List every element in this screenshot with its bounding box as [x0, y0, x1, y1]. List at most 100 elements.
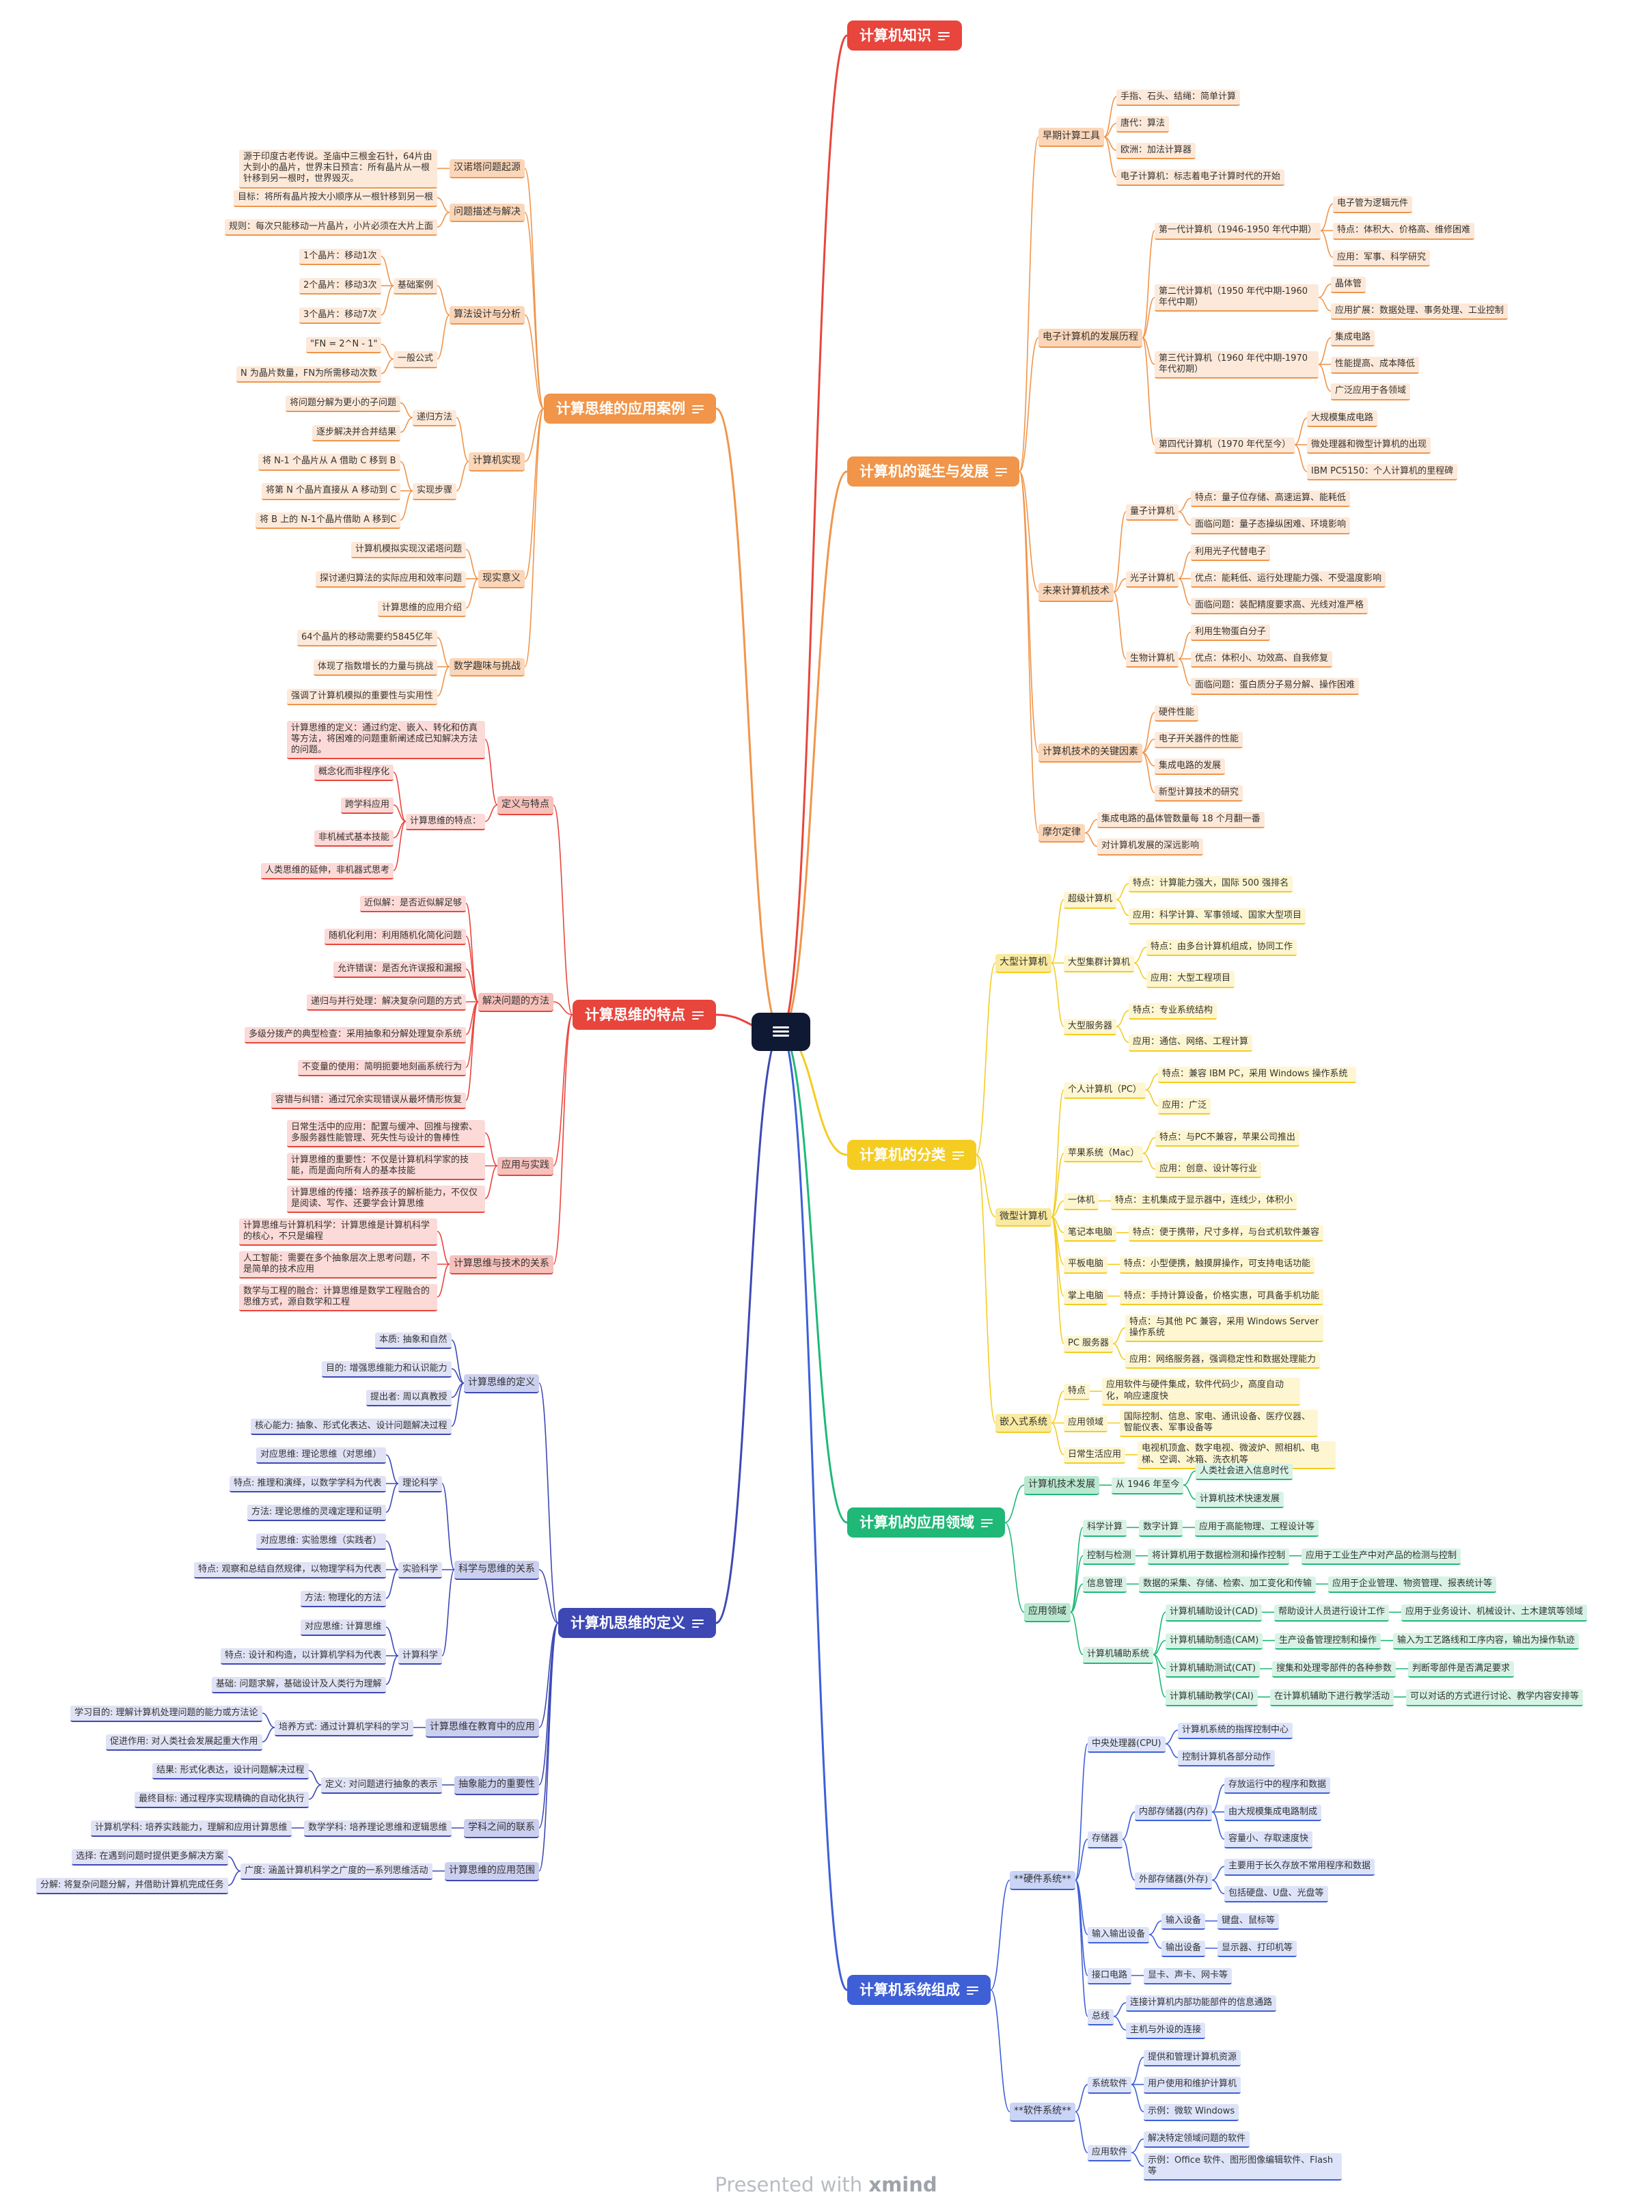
- leaf-topic-2-1-0-0[interactable]: 特点：兼容 IBM PC，采用 Windows 操作系统: [1158, 1066, 1356, 1083]
- sub-topic-3-1-3-3-0[interactable]: 在计算机辅助下进行教学活动: [1270, 1689, 1394, 1706]
- sub-topic-3-1-3-3[interactable]: 计算机辅助教学(CAI): [1166, 1689, 1258, 1706]
- leaf-topic-2-0-2-1[interactable]: 应用：通信、网络、工程计算: [1129, 1035, 1253, 1052]
- leaf-topic-2-0-1-1[interactable]: 应用：大型工程项目: [1146, 971, 1235, 988]
- leaf-topic-1-1-3-1[interactable]: 微处理器和微型计算机的出现: [1307, 437, 1431, 454]
- leaf-topic-1-1-2-0[interactable]: 集成电路: [1331, 330, 1375, 347]
- leaf-topic-6-0-1-3[interactable]: 人类思维的延伸，非机器式思考: [261, 863, 394, 880]
- leaf-topic-2-1-3-0[interactable]: 特点：便于携带，尺寸多样，与台式机软件兼容: [1129, 1225, 1324, 1242]
- leaf-topic-4-1-1-0[interactable]: 解决特定领域问题的软件: [1144, 2131, 1250, 2148]
- leaf-topic-6-1-3[interactable]: 递归与并行处理：解决复杂问题的方式: [307, 994, 467, 1011]
- leaf-topic-2-1-6-1[interactable]: 应用：网络服务器，强调稳定性和数据处理能力: [1125, 1352, 1321, 1369]
- leaf-topic-5-1-0[interactable]: 目标：将所有晶片按大小顺序从一根针移到另一根: [234, 190, 438, 207]
- leaf-topic-7-0-0[interactable]: 本质: 抽象和自然: [375, 1333, 452, 1350]
- sub-topic-7-1-0[interactable]: 理论科学: [398, 1476, 443, 1493]
- sub-topic-3-1-1-0[interactable]: 将计算机用于数据检测和操作控制: [1148, 1548, 1290, 1565]
- sub-topic-6-0-1[interactable]: 计算思维的特点：: [406, 814, 486, 831]
- leaf-topic-1-1-1-0[interactable]: 晶体管: [1331, 276, 1366, 294]
- leaf-topic-7-0-2[interactable]: 提出者: 周以真教授: [366, 1390, 452, 1407]
- leaf-topic-1-2-2-2[interactable]: 面临问题：蛋白质分子易分解、操作困难: [1191, 678, 1360, 695]
- sub-topic-3-1-2[interactable]: 信息管理: [1083, 1576, 1127, 1594]
- leaf-topic-6-1-2[interactable]: 允许错误：是否允许误报和漏报: [333, 961, 467, 979]
- sub-topic-2-1-0[interactable]: 个人计算机（PC）: [1064, 1082, 1146, 1100]
- sub-topic-4-0-0[interactable]: 中央处理器(CPU): [1088, 1736, 1166, 1753]
- sub-topic-4-0[interactable]: **硬件系统**: [1010, 1871, 1075, 1890]
- leaf-topic-4-1-1-1[interactable]: 示例：Office 软件、图形图像编辑软件、Flash 等: [1144, 2153, 1342, 2181]
- main-topic-5[interactable]: 计算思维的应用案例: [544, 394, 716, 424]
- sub-topic-3-1-2-0[interactable]: 数据的采集、存储、检索、加工变化和传输: [1139, 1576, 1317, 1594]
- leaf-topic-6-3-2[interactable]: 数学与工程的融合：计算思维是数学工程融合的思维方式，源自数学和工程: [239, 1283, 437, 1311]
- leaf-topic-4-0-2-0-0[interactable]: 键盘、鼠标等: [1217, 1913, 1280, 1930]
- leaf-topic-7-1-2-0[interactable]: 对应思维: 计算思维: [301, 1620, 386, 1637]
- sub-topic-4-0-1-0[interactable]: 内部存储器(内存): [1135, 1804, 1213, 1821]
- leaf-topic-5-5-1[interactable]: 体现了指数增长的力量与挑战: [314, 659, 438, 676]
- sub-topic-2-1-5[interactable]: 掌上电脑: [1064, 1288, 1108, 1305]
- leaf-topic-7-1-1-0[interactable]: 对应思维: 实验思维（实践者）: [256, 1533, 386, 1551]
- leaf-topic-6-3-0[interactable]: 计算思维与计算机科学：计算思维是计算机科学的核心，不只是编程: [239, 1218, 437, 1246]
- main-topic-3[interactable]: 计算机的应用领域: [847, 1507, 1005, 1538]
- leaf-topic-1-2-2-0[interactable]: 利用生物蛋白分子: [1191, 625, 1271, 642]
- leaf-topic-3-1-3-0-0-0[interactable]: 应用于业务设计、机械设计、土木建筑等领域: [1401, 1605, 1588, 1622]
- leaf-topic-7-1-0-1[interactable]: 特点: 推理和演绎，以数学学科为代表: [230, 1476, 386, 1493]
- leaf-topic-1-0-2[interactable]: 欧洲：加法计算器: [1116, 142, 1196, 160]
- sub-topic-5-3-0[interactable]: 递归方法: [413, 410, 457, 427]
- leaf-topic-7-1-2-1[interactable]: 特点: 设计和构造，以计算机学科为代表: [221, 1648, 386, 1665]
- leaf-topic-5-2-0-2[interactable]: 3个晶片：移动7次: [299, 307, 381, 325]
- leaf-topic-1-4-1[interactable]: 对计算机发展的深远影响: [1097, 838, 1204, 856]
- main-topic-2[interactable]: 计算机的分类: [847, 1140, 976, 1171]
- sub-topic-3-1-3-1-0[interactable]: 生产设备管理控制和操作: [1275, 1633, 1381, 1650]
- leaf-topic-5-3-1-1[interactable]: 将第 N 个晶片直接从 A 移动到 C: [262, 483, 401, 500]
- leaf-topic-6-1-6[interactable]: 容错与纠错：通过冗余实现错误从最坏情形恢复: [271, 1093, 467, 1110]
- sub-topic-2-1-4[interactable]: 平板电脑: [1064, 1257, 1108, 1274]
- leaf-topic-7-0-3[interactable]: 核心能力: 抽象、形式化表达、设计问题解决过程: [251, 1419, 452, 1436]
- root-topic[interactable]: [752, 1013, 810, 1051]
- leaf-topic-7-0-1[interactable]: 目的: 增强思维能力和认识能力: [322, 1361, 452, 1378]
- main-topic-7[interactable]: 计算机思维的定义: [558, 1608, 716, 1639]
- sub-topic-4-1[interactable]: **软件系统**: [1010, 2103, 1075, 2122]
- leaf-topic-5-4-0[interactable]: 计算机模拟实现汉诺塔问题: [351, 542, 467, 559]
- leaf-topic-1-2-1-0[interactable]: 利用光子代替电子: [1191, 544, 1271, 561]
- leaf-topic-1-0-0[interactable]: 手指、石头、结绳：简单计算: [1116, 89, 1241, 106]
- sub-topic-4-0-2[interactable]: 输入输出设备: [1088, 1927, 1150, 1944]
- sub-topic-6-3[interactable]: 计算思维与技术的关系: [450, 1255, 553, 1274]
- sub-topic-3-1-1[interactable]: 控制与检测: [1083, 1548, 1136, 1565]
- leaf-topic-4-0-1-0-2[interactable]: 容量小、存取速度快: [1224, 1831, 1313, 1848]
- leaf-topic-7-4-0-0[interactable]: 计算机学科: 培养实践能力，理解和应用计算思维: [91, 1820, 292, 1838]
- leaf-topic-7-2-0-1[interactable]: 促进作用: 对人类社会发展起重大作用: [106, 1734, 262, 1751]
- main-topic-6[interactable]: 计算思维的特点: [573, 1000, 716, 1030]
- leaf-topic-1-1-0-2[interactable]: 应用：军事、科学研究: [1333, 249, 1431, 267]
- leaf-topic-7-1-0-0[interactable]: 对应思维: 理论思维（对思维）: [256, 1447, 386, 1464]
- sub-topic-7-3-0[interactable]: 定义: 对问题进行抽象的表示: [321, 1777, 442, 1794]
- leaf-topic-1-1-3-0[interactable]: 大规模集成电路: [1307, 410, 1378, 427]
- sub-topic-1-2-0[interactable]: 量子计算机: [1126, 504, 1179, 521]
- leaf-topic-4-0-4-0[interactable]: 连接计算机内部功能部件的信息通路: [1126, 1995, 1277, 2012]
- sub-topic-2-2-1[interactable]: 应用领域: [1064, 1415, 1108, 1432]
- sub-topic-2-0[interactable]: 大型计算机: [995, 954, 1051, 973]
- sub-topic-2-2[interactable]: 嵌入式系统: [995, 1414, 1051, 1433]
- leaf-topic-1-0-1[interactable]: 唐代：算法: [1116, 115, 1170, 133]
- sub-topic-3-1-3-2[interactable]: 计算机辅助测试(CAT): [1166, 1661, 1261, 1678]
- leaf-topic-5-3-1-2[interactable]: 将 B 上的 N-1个晶片借助 A 移到C: [256, 513, 401, 530]
- sub-topic-3-1-3-0[interactable]: 计算机辅助设计(CAD): [1166, 1605, 1263, 1622]
- leaf-topic-5-3-1-0[interactable]: 将 N-1 个晶片从 A 借助 C 移到 B: [258, 454, 400, 471]
- leaf-topic-6-1-1[interactable]: 随机化利用：利用随机化简化问题: [325, 929, 467, 946]
- leaf-topic-3-0-0-0[interactable]: 人类社会进入信息时代: [1196, 1463, 1293, 1480]
- main-topic-1[interactable]: 计算机的诞生与发展: [847, 456, 1019, 487]
- leaf-topic-6-3-1[interactable]: 人工智能：需要在多个抽象层次上思考问题，不是简单的技术应用: [239, 1251, 437, 1279]
- sub-topic-3-0-0[interactable]: 从 1946 年至今: [1112, 1477, 1184, 1494]
- sub-topic-7-1-2[interactable]: 计算科学: [398, 1648, 443, 1665]
- sub-topic-1-0[interactable]: 早期计算工具: [1038, 128, 1104, 147]
- leaf-topic-5-1-1[interactable]: 规则：每次只能移动一片晶片，小片必须在大片上面: [225, 219, 438, 236]
- sub-topic-2-1-1[interactable]: 苹果系统（Mac）: [1064, 1145, 1144, 1163]
- leaf-topic-1-1-2-1[interactable]: 性能提高、成本降低: [1331, 357, 1420, 374]
- leaf-topic-7-1-2-2[interactable]: 基础: 问题求解，基础设计及人类行为理解: [212, 1677, 386, 1694]
- sub-topic-3-1[interactable]: 应用领域: [1024, 1603, 1071, 1622]
- sub-topic-7-5[interactable]: 计算思维的应用范围: [445, 1862, 539, 1881]
- leaf-topic-6-2-2[interactable]: 计算思维的传播：培养孩子的解析能力，不仅仅是阅读、写作、还要学会计算思维: [287, 1185, 485, 1213]
- sub-topic-5-2-0[interactable]: 基础案例: [394, 278, 438, 295]
- sub-topic-2-1[interactable]: 微型计算机: [995, 1207, 1051, 1227]
- sub-topic-6-2[interactable]: 应用与实践: [497, 1157, 553, 1176]
- sub-topic-1-3[interactable]: 计算机技术的关键因素: [1038, 743, 1142, 763]
- sub-topic-1-2-2[interactable]: 生物计算机: [1126, 651, 1179, 668]
- leaf-topic-7-1-0-2[interactable]: 方法: 理论思维的灵魂定理和证明: [247, 1505, 386, 1522]
- sub-topic-1-1-2[interactable]: 第三代计算机（1960 年代中期-1970 年代初期）: [1155, 351, 1319, 379]
